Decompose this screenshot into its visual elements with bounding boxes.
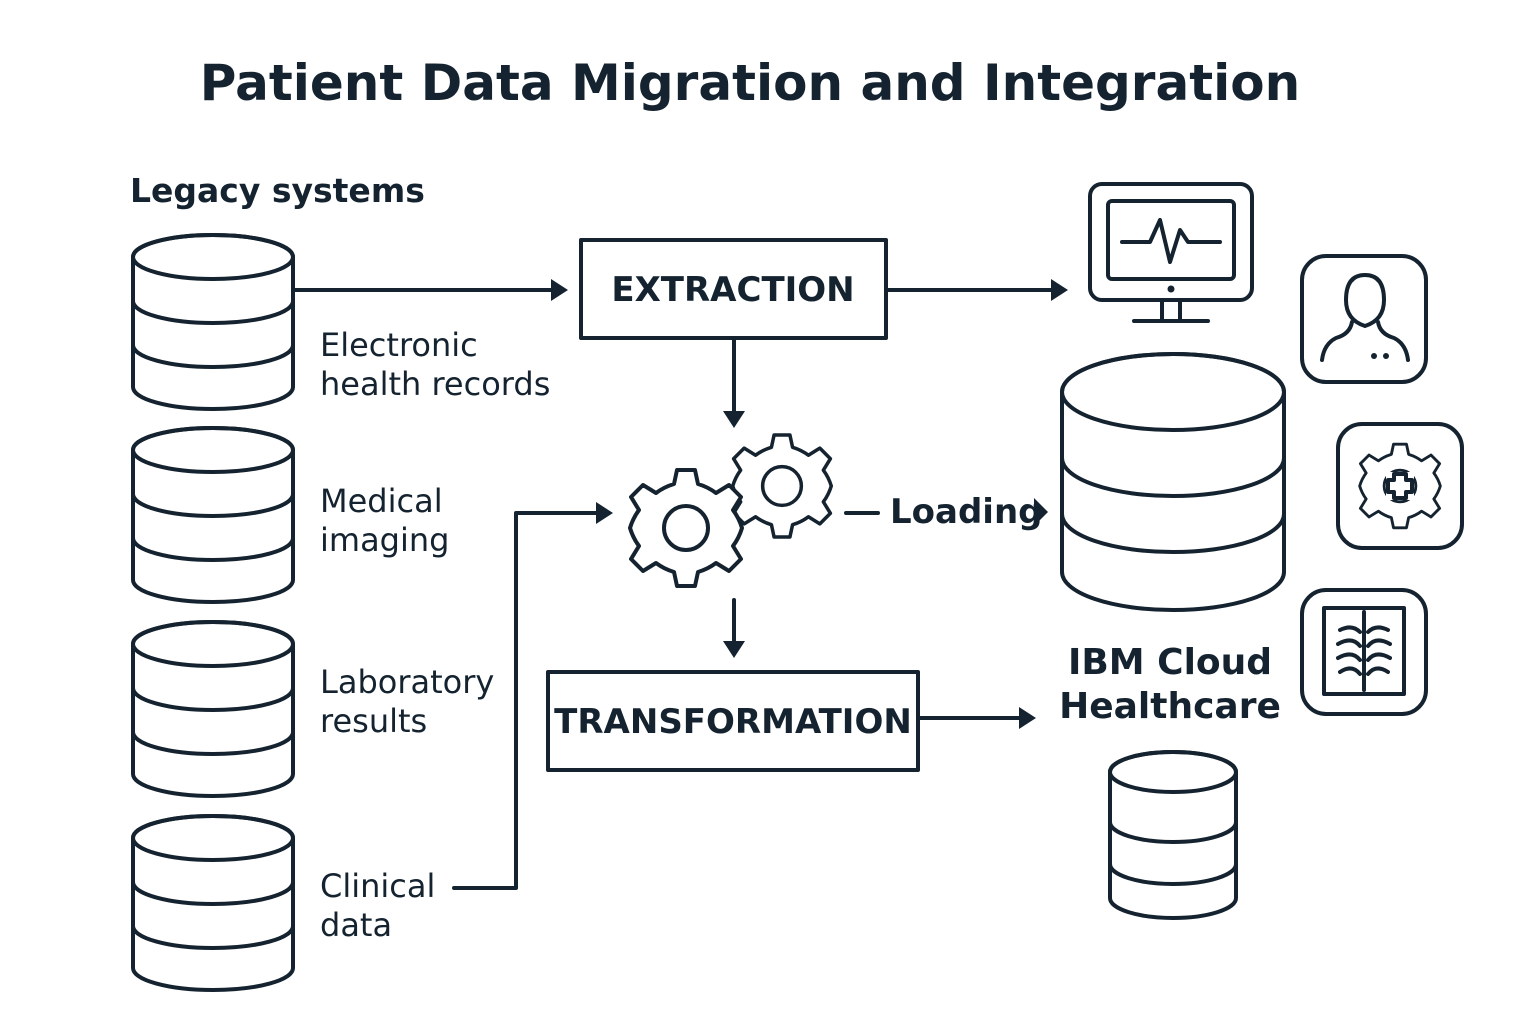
source-label-lab: Laboratory results (320, 663, 494, 740)
target-label-line: IBM Cloud (1068, 642, 1272, 683)
source-label-line: health records (320, 365, 550, 403)
source-label-clinical: Clinical data (320, 867, 435, 944)
arrow-transformation-to-target (918, 707, 1036, 729)
source-label-line: Laboratory (320, 663, 494, 701)
gears-icon (628, 433, 834, 588)
legacy-clinical-database (131, 814, 295, 992)
transformation-label: TRANSFORMATION (554, 702, 912, 742)
legacy-ehr-database (131, 233, 295, 411)
database-icon (131, 426, 295, 604)
xray-icon (1300, 588, 1428, 716)
extraction-label: EXTRACTION (611, 270, 854, 310)
monitor-heartbeat-icon (1088, 182, 1254, 323)
database-icon (131, 620, 295, 798)
medical-gear-icon (1336, 422, 1464, 550)
arrow-gears-to-transformation (723, 598, 745, 658)
source-label-line: Medical (320, 482, 443, 520)
target-database-small (1108, 750, 1238, 920)
legacy-lab-database (131, 620, 295, 798)
source-label-line: Clinical (320, 867, 435, 905)
target-label-line: Healthcare (1059, 686, 1281, 727)
page-title: Patient Data Migration and Integration (200, 54, 1300, 112)
arrow-extraction-to-monitor (886, 279, 1068, 301)
legacy-systems-heading: Legacy systems (130, 171, 425, 210)
transformation-box: TRANSFORMATION (546, 670, 920, 772)
source-label-imaging: Medical imaging (320, 482, 449, 559)
target-database-large (1060, 352, 1286, 612)
source-label-ehr: Electronic health records (320, 326, 550, 403)
target-label: IBM Cloud Healthcare (1059, 642, 1281, 727)
arrow-ehr-to-extraction (292, 279, 568, 301)
loading-connector: Loading (844, 492, 1048, 532)
arrow-clinical-to-gears (452, 502, 613, 890)
source-label-line: Electronic (320, 326, 478, 364)
database-icon (131, 814, 295, 992)
extraction-box: EXTRACTION (579, 238, 888, 340)
source-label-line: results (320, 702, 427, 740)
source-label-line: imaging (320, 521, 449, 559)
source-label-line: data (320, 906, 392, 944)
patient-icon (1300, 254, 1428, 384)
database-icon (131, 233, 295, 411)
loading-label: Loading (890, 492, 1043, 532)
legacy-imaging-database (131, 426, 295, 604)
arrow-extraction-to-gears (723, 338, 745, 428)
